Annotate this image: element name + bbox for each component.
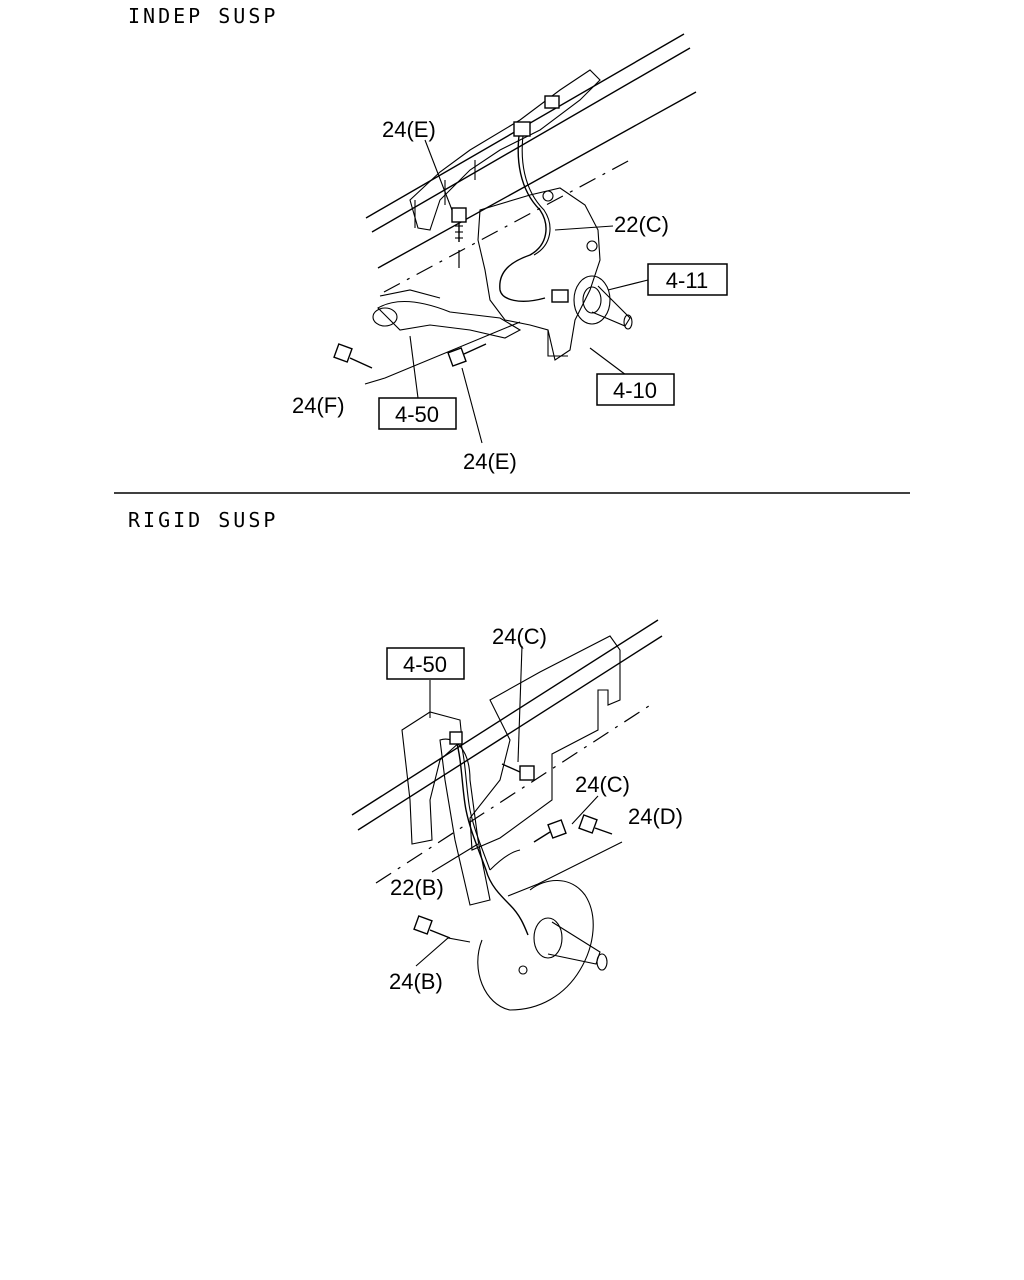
- rigid-leader-24d: [507, 841, 623, 897]
- rigid-frame-rail: [351, 619, 663, 884]
- rigid-bolt-mid: [533, 819, 567, 843]
- indep-leader-22c: [554, 225, 614, 231]
- indep-ref-box-4-50: [378, 397, 457, 430]
- indep-hub-spindle: [551, 275, 633, 330]
- rigid-leader-24c-top: [517, 645, 523, 763]
- indep-callout-22c: 22(C): [614, 212, 669, 237]
- rigid-knuckle-arm: [401, 711, 491, 906]
- indep-callout-4-11: 4-11: [666, 268, 708, 293]
- rigid-harness-22b: [449, 731, 529, 936]
- indep-leader-4-50: [409, 335, 419, 399]
- indep-leader-4-10: [589, 347, 631, 379]
- indep-ref-box-4-11: [647, 263, 728, 296]
- rigid-callout-24c-top: 24(C): [492, 624, 547, 649]
- rigid-bolt-right: [578, 814, 613, 835]
- indep-susp-heading: INDEP SUSP: [128, 4, 279, 28]
- indep-bolt-top: [451, 207, 467, 275]
- indep-leader-24e-bottom: [461, 367, 483, 444]
- rigid-bolt-bottom: [413, 915, 451, 939]
- indep-callout-4-10: 4-10: [613, 378, 657, 403]
- rigid-callout-22b: 22(B): [390, 875, 444, 900]
- indep-bolt-left: [333, 343, 373, 369]
- indep-ref-box-4-10: [596, 373, 675, 406]
- rigid-leader-24c-mid: [571, 795, 599, 825]
- indep-susp-drawing: 24(E) 22(C) 4-11 4-10 4-50 24(F) 24(E): [292, 33, 728, 474]
- indep-callout-24e-top: 24(E): [382, 117, 436, 142]
- indep-leader-24e-top: [424, 139, 453, 211]
- indep-steering-knuckle: [477, 187, 601, 361]
- indep-harness-22c: [499, 95, 560, 302]
- rigid-susp-heading: RIGID SUSP: [128, 508, 279, 532]
- indep-callout-24f: 24(F): [292, 393, 345, 418]
- indep-lower-arm: [372, 289, 522, 339]
- indep-bolt-bottom: [447, 343, 487, 367]
- rigid-ref-box-4-50: [386, 647, 465, 680]
- indep-callout-4-50: 4-50: [395, 402, 439, 427]
- rigid-callout-24c-mid: 24(C): [575, 772, 630, 797]
- rigid-callout-4-50: 4-50: [403, 652, 447, 677]
- rigid-susp-drawing: 4-50 24(C) 24(C) 24(D) 22(B) 24(B): [351, 619, 683, 1011]
- indep-callout-24e-bottom: 24(E): [463, 449, 517, 474]
- rigid-callout-24b: 24(B): [389, 969, 443, 994]
- indep-frame-rail: [365, 33, 697, 293]
- rigid-leader-22b: [431, 843, 479, 873]
- rigid-hub-backing-plate: [477, 880, 608, 1011]
- indep-leader-4-11: [607, 279, 649, 291]
- indep-leader-24f: [364, 321, 521, 385]
- rigid-callout-24d: 24(D): [628, 804, 683, 829]
- rigid-leader-24b: [415, 937, 471, 967]
- rigid-bolt-top: [501, 763, 535, 781]
